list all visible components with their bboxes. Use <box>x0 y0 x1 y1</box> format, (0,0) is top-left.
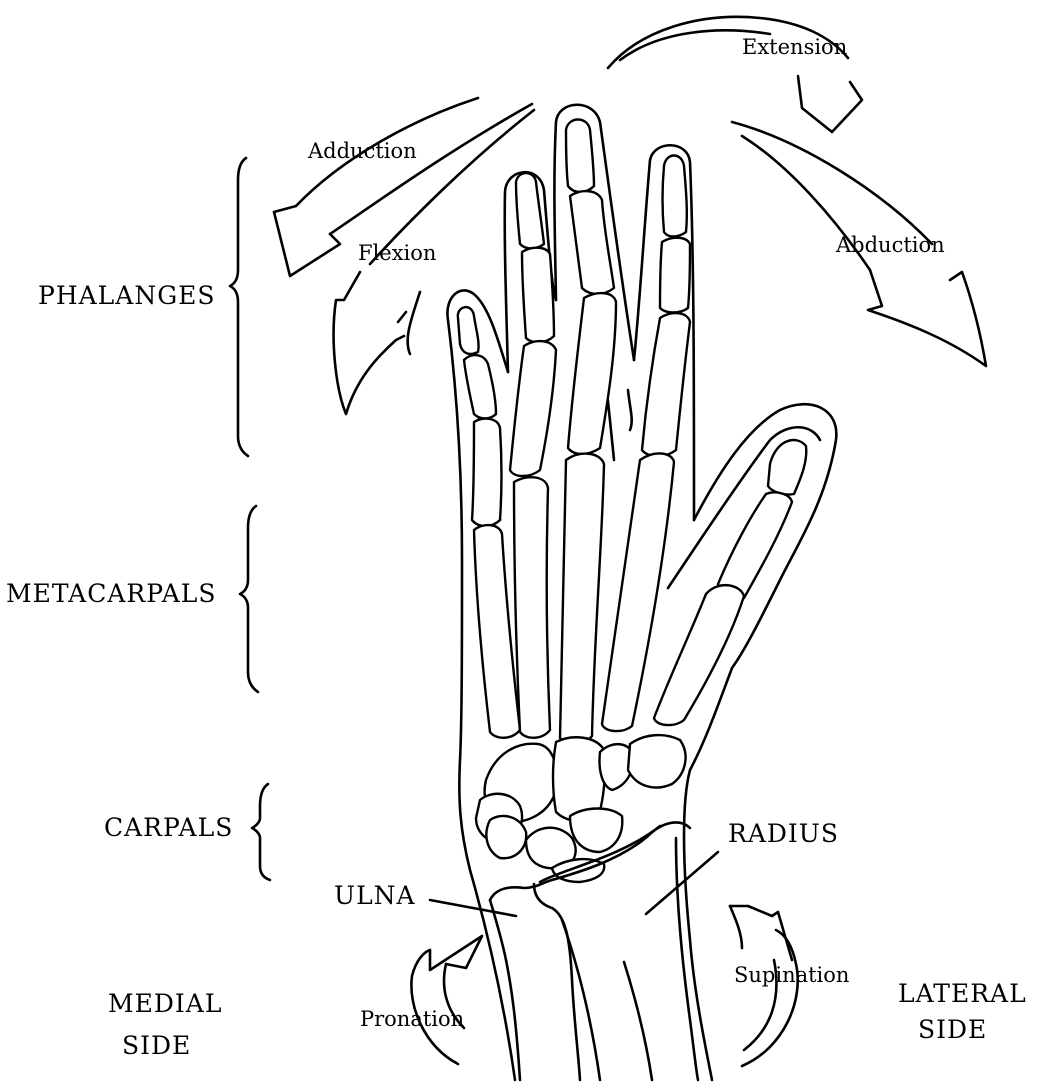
label-supination: Supination <box>734 963 849 987</box>
pronation-arrow-icon <box>411 936 482 1064</box>
label-abduction: Abduction <box>835 233 945 257</box>
label-medial-line1: MEDIAL <box>108 989 222 1018</box>
label-radius: RADIUS <box>728 819 839 848</box>
label-metacarpals: METACARPALS <box>6 579 217 608</box>
label-medial-line2: SIDE <box>122 1031 191 1060</box>
label-lateral-line1: LATERAL <box>898 979 1027 1008</box>
label-flexion: Flexion <box>358 241 436 265</box>
region-brackets <box>230 158 270 880</box>
label-ulna: ULNA <box>334 881 416 910</box>
forearm-bones <box>490 822 698 1080</box>
label-extension: Extension <box>742 35 847 59</box>
label-lateral-line2: SIDE <box>918 1015 987 1044</box>
label-phalanges: PHALANGES <box>38 281 216 310</box>
label-adduction: Adduction <box>307 139 417 163</box>
metacarpal-bones <box>474 453 744 743</box>
label-pronation: Pronation <box>360 1007 464 1031</box>
label-carpals: CARPALS <box>104 813 233 842</box>
carpal-bones <box>476 735 686 882</box>
